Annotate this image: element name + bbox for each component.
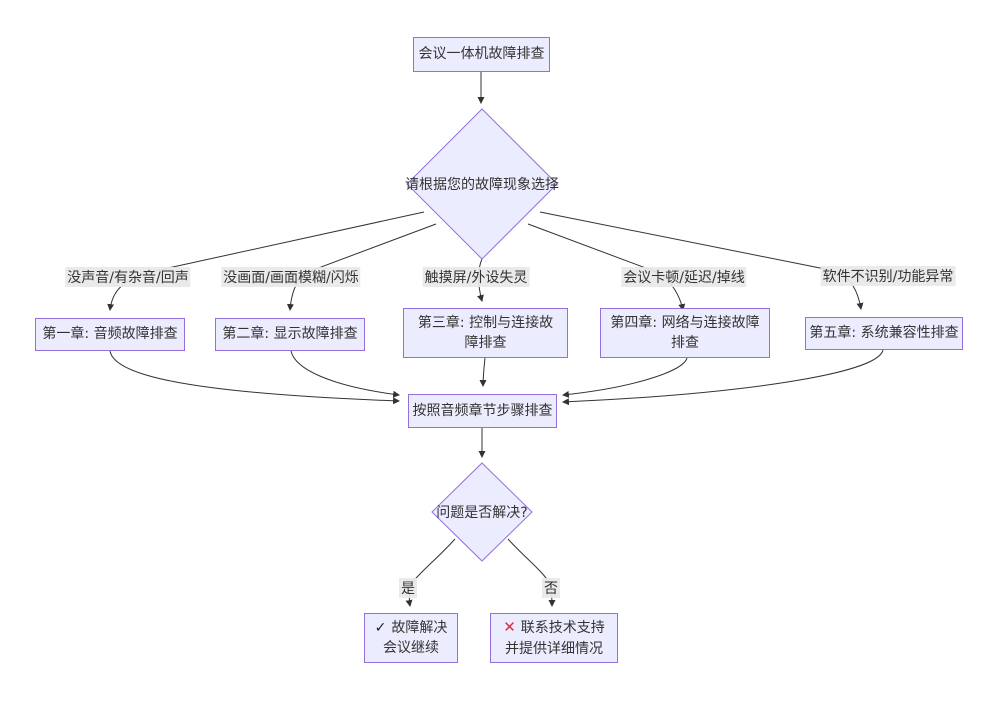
decision-resolved-shape [431, 462, 533, 562]
resolved-line2: 会议继续 [383, 638, 439, 658]
node-start: 会议一体机故障排查 [413, 37, 550, 72]
edge-label-no: 否 [542, 578, 560, 598]
edge-chapter5-to-followsteps [561, 349, 884, 406]
decision-resolved-label: 问题是否解决? [436, 505, 528, 521]
node-chapter3: 第三章: 控制与连接故障排查 [403, 308, 568, 358]
support-line1-text: 联系技术支持 [520, 619, 605, 636]
node-chapter4-label: 第四章: 网络与连接故障排查 [610, 314, 760, 351]
resolved-line2-text: 会议继续 [383, 640, 439, 656]
node-start-label: 会议一体机故障排查 [418, 46, 545, 63]
edge-label-touch: 触摸屏/外设失灵 [422, 267, 530, 287]
decision-symptom-shape [406, 108, 558, 260]
edge-label-display: 没画面/画面模糊/闪烁 [221, 267, 361, 287]
edge-label-yes: 是 [399, 578, 417, 598]
edge-decision-to-chapter5 [539, 211, 864, 311]
edge-label-software: 软件不识别/功能异常 [820, 266, 956, 286]
support-line2: 并提供详细情况 [505, 639, 603, 659]
node-chapter5: 第五章: 系统兼容性排查 [805, 317, 963, 350]
node-contact-support: ✕ 联系技术支持 并提供详细情况 [490, 613, 618, 663]
edge-label-audio: 没声音/有杂音/回声 [65, 267, 191, 287]
node-chapter2: 第二章: 显示故障排查 [215, 318, 365, 351]
resolved-line1: ✓ 故障解决 [375, 618, 448, 638]
node-chapter2-label: 第二章: 显示故障排查 [222, 326, 358, 343]
node-chapter1-label: 第一章: 音频故障排查 [42, 326, 178, 343]
node-chapter1: 第一章: 音频故障排查 [35, 318, 185, 351]
check-icon: ✓ [374, 619, 387, 636]
resolved-line1-text: 故障解决 [391, 619, 448, 636]
node-chapter5-label: 第五章: 系统兼容性排查 [809, 325, 959, 342]
support-line2-text: 并提供详细情况 [505, 640, 603, 657]
edge-chapter4-to-followsteps [561, 357, 688, 398]
edge-label-network: 会议卡顿/延迟/掉线 [621, 267, 747, 287]
node-follow-steps: 按照音频章节步骤排查 [408, 394, 557, 428]
edge-chapter2-to-followsteps [290, 350, 401, 398]
support-line1: ✕ 联系技术支持 [503, 617, 605, 639]
node-follow-steps-label: 按照音频章节步骤排查 [412, 402, 553, 419]
node-chapter4: 第四章: 网络与连接故障排查 [600, 308, 770, 358]
decision-symptom-label: 请根据您的故障现象选择 [405, 177, 559, 193]
edge-decision-to-chapter1 [107, 211, 425, 312]
node-chapter3-label: 第三章: 控制与连接故障排查 [417, 314, 554, 351]
edge-chapter1-to-followsteps [109, 350, 401, 405]
node-resolved: ✓ 故障解决 会议继续 [364, 613, 458, 663]
x-icon: ✕ [503, 617, 516, 636]
edge-chapter3-to-followsteps [479, 357, 487, 388]
